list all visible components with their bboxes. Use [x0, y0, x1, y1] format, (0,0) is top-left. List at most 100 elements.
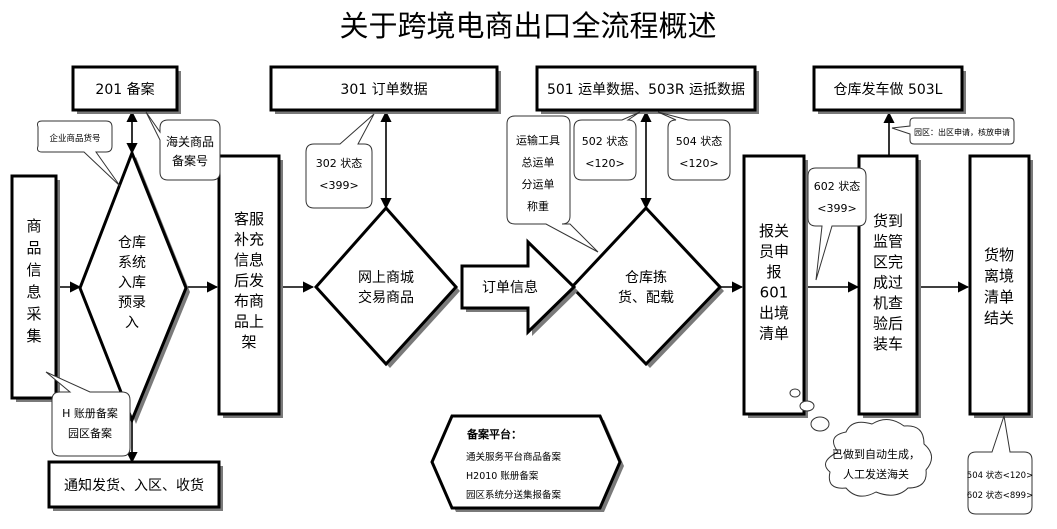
text-line: 504 状态 [676, 134, 723, 148]
order-info-arrow: 订单信息 [460, 238, 578, 336]
text-line: <399> [817, 202, 856, 215]
text-line: 采 [26, 305, 41, 323]
platform-line: H2010 账册备案 [466, 470, 539, 482]
text-line: 仓库拣 [625, 270, 667, 286]
text-line: 入库 [118, 275, 146, 291]
text-line: 布商 [234, 292, 264, 310]
callout-final-states: 504 状态<120> 602 状态<899> [967, 415, 1033, 515]
text-line: 补充 [234, 231, 264, 249]
svg-text:201 备案: 201 备案 [95, 81, 154, 98]
text-line: 交易商品 [358, 289, 414, 306]
text-line: 分运单 [522, 178, 555, 191]
text-line: 货物 [984, 246, 1014, 264]
text-line: 区完 [873, 253, 903, 271]
text-line: 人工发送海关 [843, 467, 909, 481]
text-line: 后发 [234, 272, 264, 290]
text-line: 员申 [759, 243, 789, 261]
text-line: 网上商城 [358, 270, 414, 286]
text-line: 总运单 [522, 155, 555, 169]
svg-text:企业商品货号: 企业商品货号 [49, 133, 100, 144]
svg-text:501 运单数据、503R 运抵数据: 501 运单数据、503R 运抵数据 [547, 82, 745, 98]
text-line: 报关 [759, 222, 789, 240]
callout-state-502: 502 状态 <120> [573, 111, 641, 181]
callout-zone-application: 园区：出区申请，核放申请 [891, 117, 1015, 145]
text-line: 预录 [118, 295, 146, 311]
svg-text:301 订单数据: 301 订单数据 [340, 82, 427, 98]
connectors [59, 110, 970, 464]
text-line: 运输工具 [516, 133, 560, 147]
text-line: 园区备案 [68, 426, 112, 440]
text-line: 信 [26, 261, 41, 279]
svg-text:仓库发车做 503L: 仓库发车做 503L [834, 81, 943, 98]
svg-text:园区：出区申请，核放申请: 园区：出区申请，核放申请 [914, 127, 1010, 137]
text-line: <120> [679, 157, 718, 170]
text-line: 货、配载 [618, 289, 674, 306]
svg-text:通知发货、入区、收货: 通知发货、入区、收货 [64, 477, 204, 494]
callout-auto-generate-cloud: 已做到自动生成， 人工发送海关 [789, 388, 932, 497]
text-line: <399> [319, 179, 358, 192]
text-line: 502 状态 [582, 134, 629, 148]
text-line: 商 [26, 217, 41, 235]
box-501-waybill-data: 501 运单数据、503R 运抵数据 [535, 65, 757, 112]
text-line: 成过 [873, 274, 903, 292]
text-line: 602 状态<899> [967, 490, 1033, 501]
text-line: 出境 [759, 304, 789, 322]
platform-line: 园区系统分送集报备案 [466, 489, 562, 501]
text-line: 504 状态<120> [967, 470, 1033, 481]
box-301-order-data: 301 订单数据 [269, 65, 499, 112]
text-line: 602 状态 [814, 179, 861, 193]
text-line: 系统 [118, 255, 146, 271]
text-line: 架 [241, 333, 256, 351]
text-line: 客服 [234, 210, 264, 228]
text-line: 海关商品 [166, 134, 214, 149]
text-line: 货到 [873, 212, 903, 230]
text-line: 报 [766, 263, 781, 281]
callout-state-504: 504 状态 <120> [657, 111, 731, 181]
text-line: 已做到自动生成， [832, 447, 920, 461]
text-line: 品上 [234, 313, 264, 331]
callout-enterprise-code: 企业商品货号 [37, 120, 121, 187]
box-notify-delivery: 通知发货、入区、收货 [47, 460, 221, 509]
text-line: 入 [125, 315, 139, 331]
box-503l-dispatch: 仓库发车做 503L [812, 65, 964, 112]
box-201-record: 201 备案 [71, 65, 179, 112]
text-line: 品 [26, 239, 41, 257]
text-line: 验后 [873, 315, 903, 333]
text-line: 息 [26, 283, 41, 301]
callout-state-302: 302 状态 <399> [305, 113, 375, 209]
platform-heading: 备案平台： [466, 427, 522, 441]
text-line: 清单 [984, 288, 1014, 306]
text-line: 信息 [234, 251, 264, 269]
text-line: 302 状态 [316, 156, 363, 170]
text-line: H 账册备案 [62, 406, 118, 420]
text-line: 结关 [984, 309, 1014, 327]
text-line: 集 [26, 327, 41, 345]
text-line: 仓库 [118, 235, 146, 251]
svg-text:订单信息: 订单信息 [482, 279, 538, 296]
text-line: 清单 [759, 325, 789, 343]
text-line: 监管 [873, 233, 903, 251]
text-line: 装车 [873, 335, 903, 353]
text-line: <120> [585, 157, 624, 170]
text-line: 机查 [873, 294, 903, 312]
platform-line: 通关服务平台商品备案 [466, 451, 562, 463]
page-title: 关于跨境电商出口全流程概述 [339, 9, 716, 43]
callout-state-602: 602 状态 <399> [807, 167, 867, 281]
text-line: 称重 [527, 199, 549, 213]
text-line: 601 [760, 284, 789, 302]
text-line: 离境 [984, 267, 1014, 285]
text-line: 备案号 [172, 153, 208, 168]
